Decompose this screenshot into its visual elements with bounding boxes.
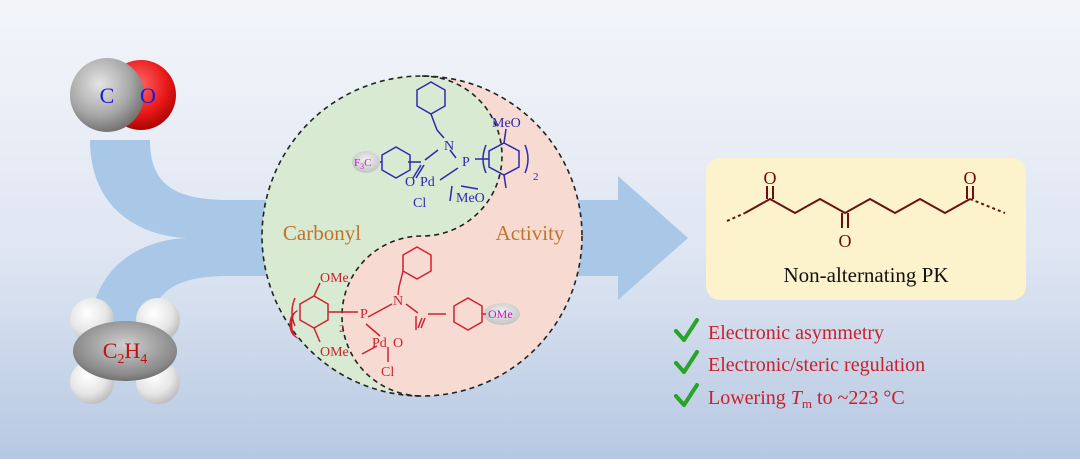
yin-yang-symbol: Carbonyl Activity bbox=[261, 75, 583, 397]
f3c-label: F3C bbox=[354, 157, 371, 171]
checklist-text: Electronic/steric regulation bbox=[708, 354, 925, 376]
checkmark-icon bbox=[674, 383, 699, 407]
co-o-label: O bbox=[140, 83, 156, 108]
checkmark-icon bbox=[674, 350, 699, 374]
bottom-n-atom: N bbox=[393, 294, 403, 309]
carbonyl-label: Carbonyl bbox=[283, 221, 361, 245]
top-n-atom: N bbox=[444, 139, 454, 154]
bottom-ome-lower: OMe bbox=[320, 345, 349, 360]
ome-para-label: OMe bbox=[488, 307, 513, 321]
product-box-bg bbox=[706, 158, 1026, 300]
top-p-atom: P bbox=[462, 155, 470, 170]
aryl-ring-cf3 bbox=[381, 146, 411, 179]
yang-pink-half bbox=[342, 76, 582, 396]
ome-highlight bbox=[484, 303, 520, 325]
carbonyl-o-2: O bbox=[839, 231, 852, 251]
top-o-atom: O bbox=[405, 175, 415, 190]
top-meo-lower: MeO bbox=[456, 191, 485, 206]
yin-yang-outline bbox=[261, 75, 583, 397]
top-cl-atom: Cl bbox=[413, 196, 426, 211]
f3c-highlight bbox=[352, 151, 380, 173]
ethylene-molecule: C2H4 bbox=[70, 298, 180, 404]
top-pd-atom: Pd bbox=[420, 175, 435, 190]
bottom-o-atom: O bbox=[393, 336, 403, 351]
co-c-label: C bbox=[100, 83, 115, 108]
carbon-double-bond-sphere bbox=[73, 321, 177, 381]
co-molecule: C O bbox=[70, 58, 176, 132]
checklist: Electronic asymmetry Electronic/steric r… bbox=[674, 318, 925, 411]
checklist-item: Lowering Tm to ~223 °C bbox=[674, 383, 905, 411]
bottom-pd-complex bbox=[291, 246, 483, 362]
top-pd-complex bbox=[375, 81, 529, 202]
bottom-subscript-2: 2 bbox=[339, 323, 345, 335]
top-meo-upper: MeO bbox=[492, 116, 521, 131]
product-box: O O O Non-alternating PK bbox=[706, 158, 1026, 300]
yin-yang-divider bbox=[341, 75, 503, 397]
checklist-text: Lowering Tm to ~223 °C bbox=[708, 387, 905, 411]
checklist-item: Electronic asymmetry bbox=[674, 318, 884, 344]
bottom-p-atom: P bbox=[360, 307, 368, 322]
carbonyl-o-3: O bbox=[964, 168, 977, 188]
bottom-cl-atom: Cl bbox=[381, 365, 394, 380]
activity-label: Activity bbox=[496, 221, 565, 245]
checkmark-icon bbox=[674, 318, 699, 342]
ome-group: OMe bbox=[482, 303, 520, 325]
ethylene-formula: C2H4 bbox=[103, 338, 148, 367]
bottom-pd-atom: Pd bbox=[372, 336, 387, 351]
product-label: Non-alternating PK bbox=[783, 263, 948, 287]
benzyl-ring bbox=[402, 246, 432, 280]
top-pd-complex-labels: N P Pd O Cl MeO MeO 2 bbox=[405, 116, 539, 211]
top-subscript-2: 2 bbox=[533, 171, 539, 183]
f3c-group: F3C bbox=[352, 151, 380, 173]
carbonyl-o-1: O bbox=[764, 168, 777, 188]
aryl-ring-ome bbox=[453, 297, 483, 331]
bottom-bracket: ( bbox=[288, 303, 299, 339]
bottom-pd-complex-labels: P N Pd O Cl OMe OMe 2 bbox=[320, 271, 403, 380]
bottom-ome-upper: OMe bbox=[320, 271, 349, 286]
polyketone-chain bbox=[726, 186, 1006, 228]
checklist-text: Electronic asymmetry bbox=[708, 322, 884, 344]
carbon-atom-sphere bbox=[70, 58, 144, 132]
checklist-item: Electronic/steric regulation bbox=[674, 350, 925, 376]
